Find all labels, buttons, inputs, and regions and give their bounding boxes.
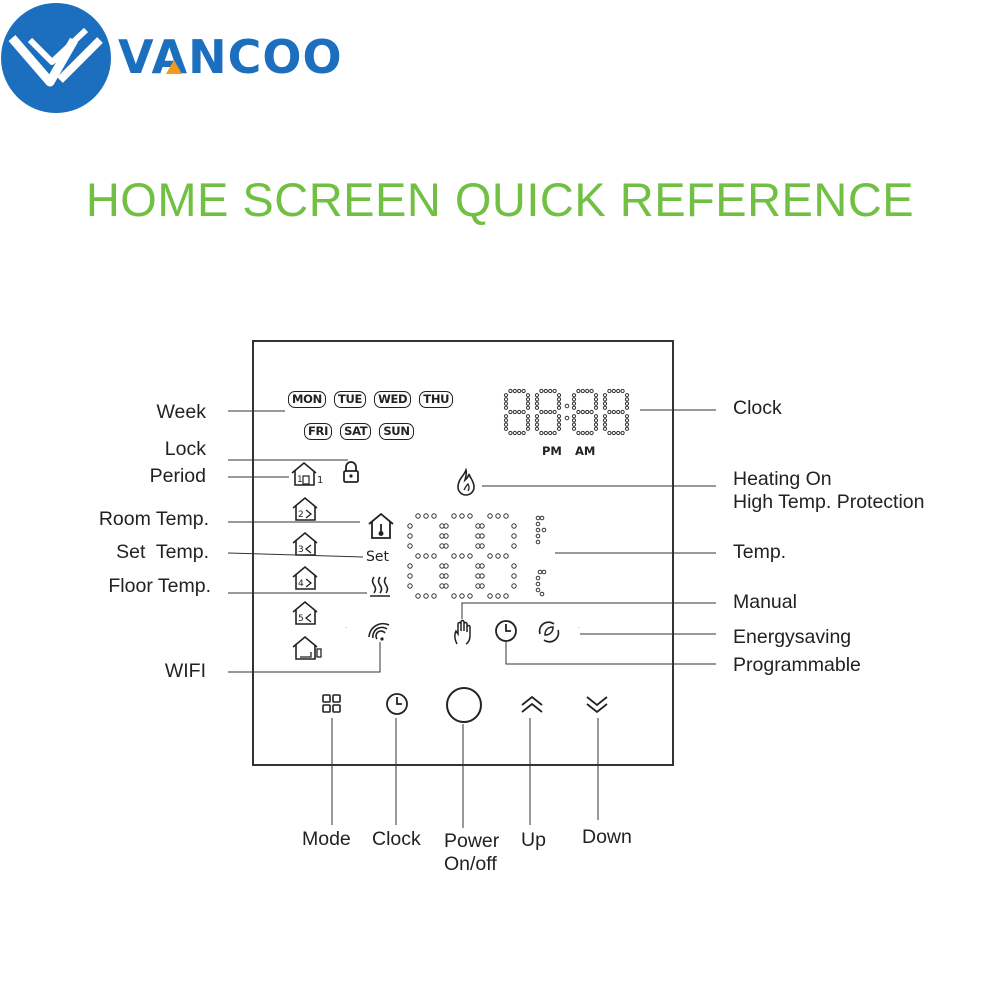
period-1-icon: 1 1 xyxy=(291,461,323,486)
clock-button-icon[interactable] xyxy=(385,692,409,716)
small-dot: · xyxy=(345,625,347,632)
label-manual: Manual xyxy=(733,591,797,613)
label-clock-button: Clock xyxy=(372,828,421,850)
label-programmable: Programmable xyxy=(733,654,861,676)
week-days: MON TUE WED THU FRI SAT SUN xyxy=(288,391,454,440)
day-sat: SAT xyxy=(340,423,372,440)
label-clock: Clock xyxy=(733,397,782,419)
page-title: HOME SCREEN QUICK REFERENCE xyxy=(85,173,915,226)
room-temp-icon xyxy=(368,512,394,539)
label-power: Power xyxy=(444,830,500,852)
lock-icon xyxy=(343,461,359,483)
label-down: Down xyxy=(582,826,632,848)
label-heating-on: Heating On xyxy=(733,468,832,490)
mode-button-icon[interactable] xyxy=(322,694,342,714)
svg-text:2: 2 xyxy=(298,510,304,520)
energysaving-leaf-icon xyxy=(538,621,560,643)
svg-text:3: 3 xyxy=(298,545,304,555)
label-mode: Mode xyxy=(302,828,351,850)
day-wed: WED xyxy=(374,391,412,408)
label-period: Period xyxy=(149,465,206,487)
brand-name: VANCOO xyxy=(118,30,343,84)
programmable-clock-icon xyxy=(495,620,517,642)
label-week: Week xyxy=(156,401,207,423)
am-indicator: AM xyxy=(575,444,596,458)
label-energysaving: Energysaving xyxy=(733,626,852,648)
label-wifi: WIFI xyxy=(164,660,206,682)
label-up: Up xyxy=(521,829,546,851)
period-2-icon: 2 xyxy=(292,496,318,521)
svg-text:4: 4 xyxy=(298,579,304,589)
label-floor-temp: Floor Temp. xyxy=(108,575,211,597)
period-5-icon: 5 xyxy=(292,600,318,625)
power-button-icon[interactable] xyxy=(444,685,484,725)
label-room-temp: Room Temp. xyxy=(98,508,209,530)
period-6-icon xyxy=(292,635,322,660)
set-temp-indicator: Set xyxy=(366,549,389,565)
day-sun: SUN xyxy=(379,423,414,440)
floor-heating-icon xyxy=(370,576,390,597)
svg-text:1: 1 xyxy=(317,475,323,486)
day-tue: TUE xyxy=(333,391,367,408)
svg-text:5: 5 xyxy=(298,614,304,624)
period-3-icon: 3 xyxy=(292,531,318,556)
label-lock: Lock xyxy=(164,438,206,460)
label-temp: Temp. xyxy=(733,541,787,563)
svg-text:1: 1 xyxy=(297,475,303,485)
label-set-temp: Set Temp. xyxy=(116,541,209,563)
label-high-temp-protection: High Temp. Protection xyxy=(733,491,925,513)
day-fri: FRI xyxy=(304,423,333,440)
flame-icon xyxy=(457,467,475,496)
day-mon: MON xyxy=(288,391,326,408)
small-dot-2: · xyxy=(578,625,580,632)
up-button-icon[interactable] xyxy=(520,695,544,715)
brand-accent-triangle-icon xyxy=(166,60,182,74)
wifi-icon xyxy=(368,622,390,641)
brand-logo-icon xyxy=(1,3,111,113)
down-button-icon[interactable] xyxy=(585,694,609,714)
pm-indicator: PM xyxy=(542,444,562,458)
day-thu: THU xyxy=(419,391,454,408)
period-4-icon: 4 xyxy=(292,565,318,590)
label-on-off: On/off xyxy=(444,853,497,875)
manual-hand-icon xyxy=(454,619,471,645)
